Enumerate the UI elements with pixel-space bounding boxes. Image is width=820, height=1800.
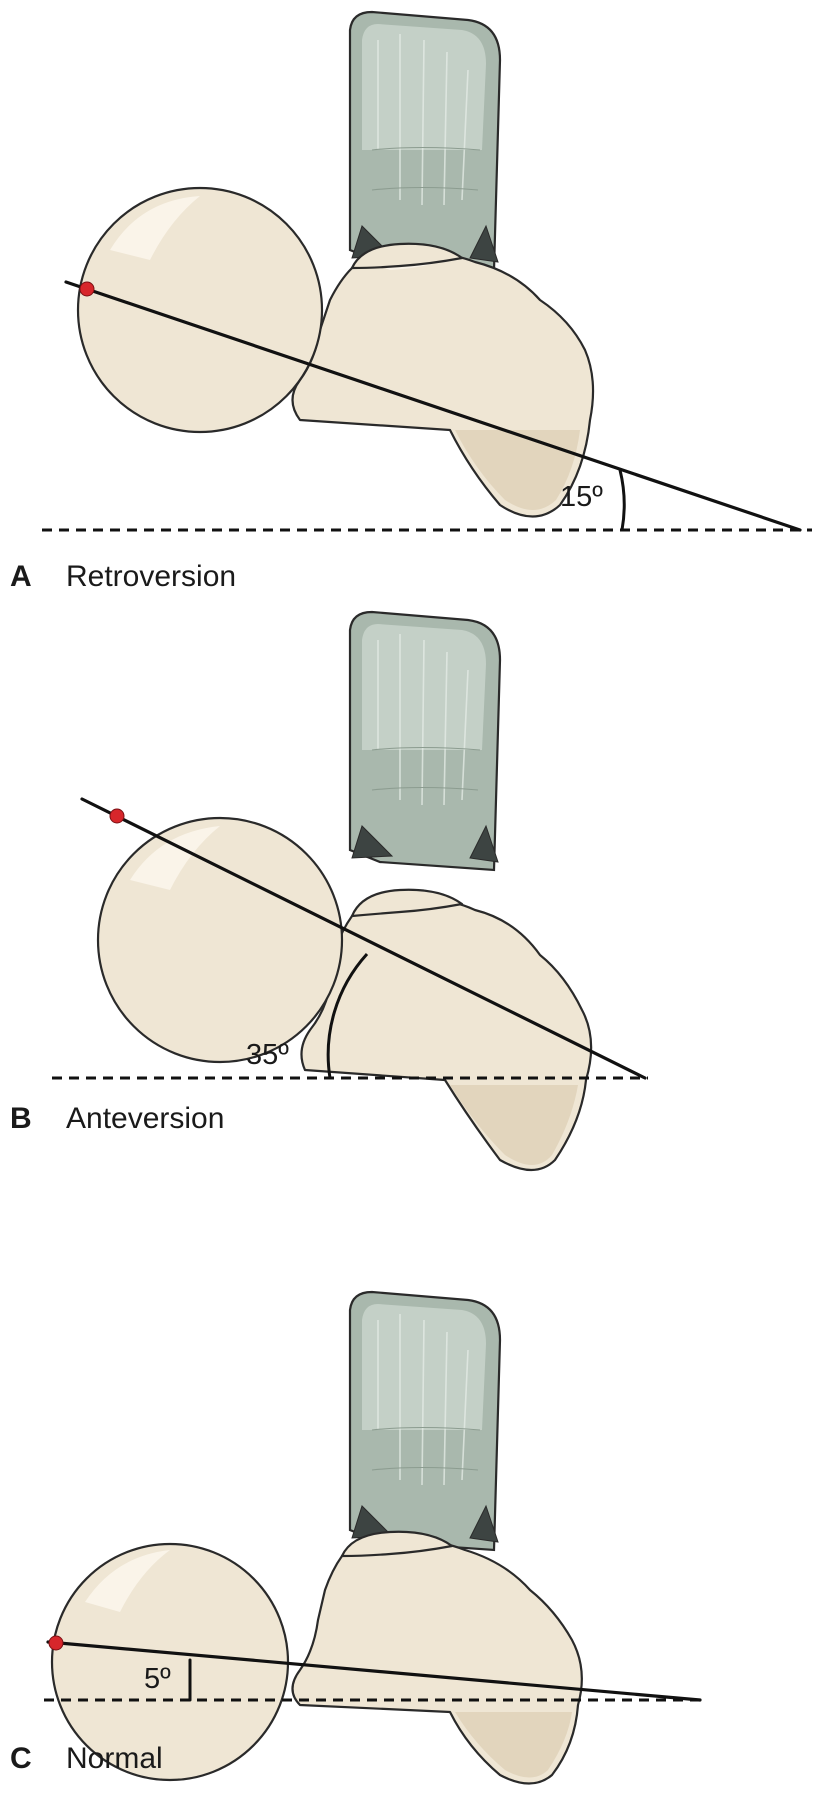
ankle-wedges <box>351 1504 499 1543</box>
femur-bone <box>76 186 595 518</box>
anteversion-illustration: 35º <box>52 610 648 1171</box>
angle-construction: 35º <box>52 797 648 1080</box>
panel-letter: A <box>10 560 32 593</box>
femoral-neck-axis-line <box>64 280 802 532</box>
landmark-dot <box>48 1635 64 1651</box>
toe-bones <box>371 634 481 806</box>
angle-label: 15º <box>560 481 603 513</box>
panel-title: Retroversion <box>66 560 237 593</box>
foot-silhouette <box>348 1290 502 1552</box>
panel-caption: B Anteversion <box>10 1102 224 1136</box>
angle-arc <box>326 952 369 1079</box>
angle-label: 5º <box>144 1663 171 1695</box>
panel-letter: C <box>10 1742 32 1775</box>
panel-retroversion: 15º A Retroversion <box>0 0 820 600</box>
femoral-neck-axis-line <box>80 797 647 1080</box>
toe-bones <box>371 34 481 206</box>
landmark-dot <box>109 808 125 824</box>
panel-caption: C Normal <box>10 1742 163 1776</box>
normal-illustration: 5º <box>44 1290 702 1785</box>
landmark-dot <box>79 281 95 297</box>
angle-arc <box>618 469 626 531</box>
ankle-wedges <box>351 824 499 863</box>
angle-construction: 5º <box>44 1635 702 1702</box>
femoral-neck-axis-line <box>46 1640 702 1702</box>
foot-silhouette <box>348 10 502 272</box>
panel-anteversion: 35º B Anteversion <box>0 600 820 1200</box>
angle-label: 35º <box>246 1039 289 1071</box>
panel-title: Anteversion <box>66 1102 225 1135</box>
toe-bones <box>371 1314 481 1486</box>
foot-silhouette <box>348 610 502 872</box>
angle-construction: 15º <box>42 280 812 532</box>
panel-title: Normal <box>66 1742 163 1775</box>
femur-bone <box>50 1530 583 1785</box>
retroversion-illustration: 15º <box>42 10 812 532</box>
panel-caption: A Retroversion <box>10 560 236 594</box>
femur-bone <box>96 816 593 1171</box>
panel-normal: 5º C Normal <box>0 1200 820 1800</box>
panel-letter: B <box>10 1102 32 1135</box>
